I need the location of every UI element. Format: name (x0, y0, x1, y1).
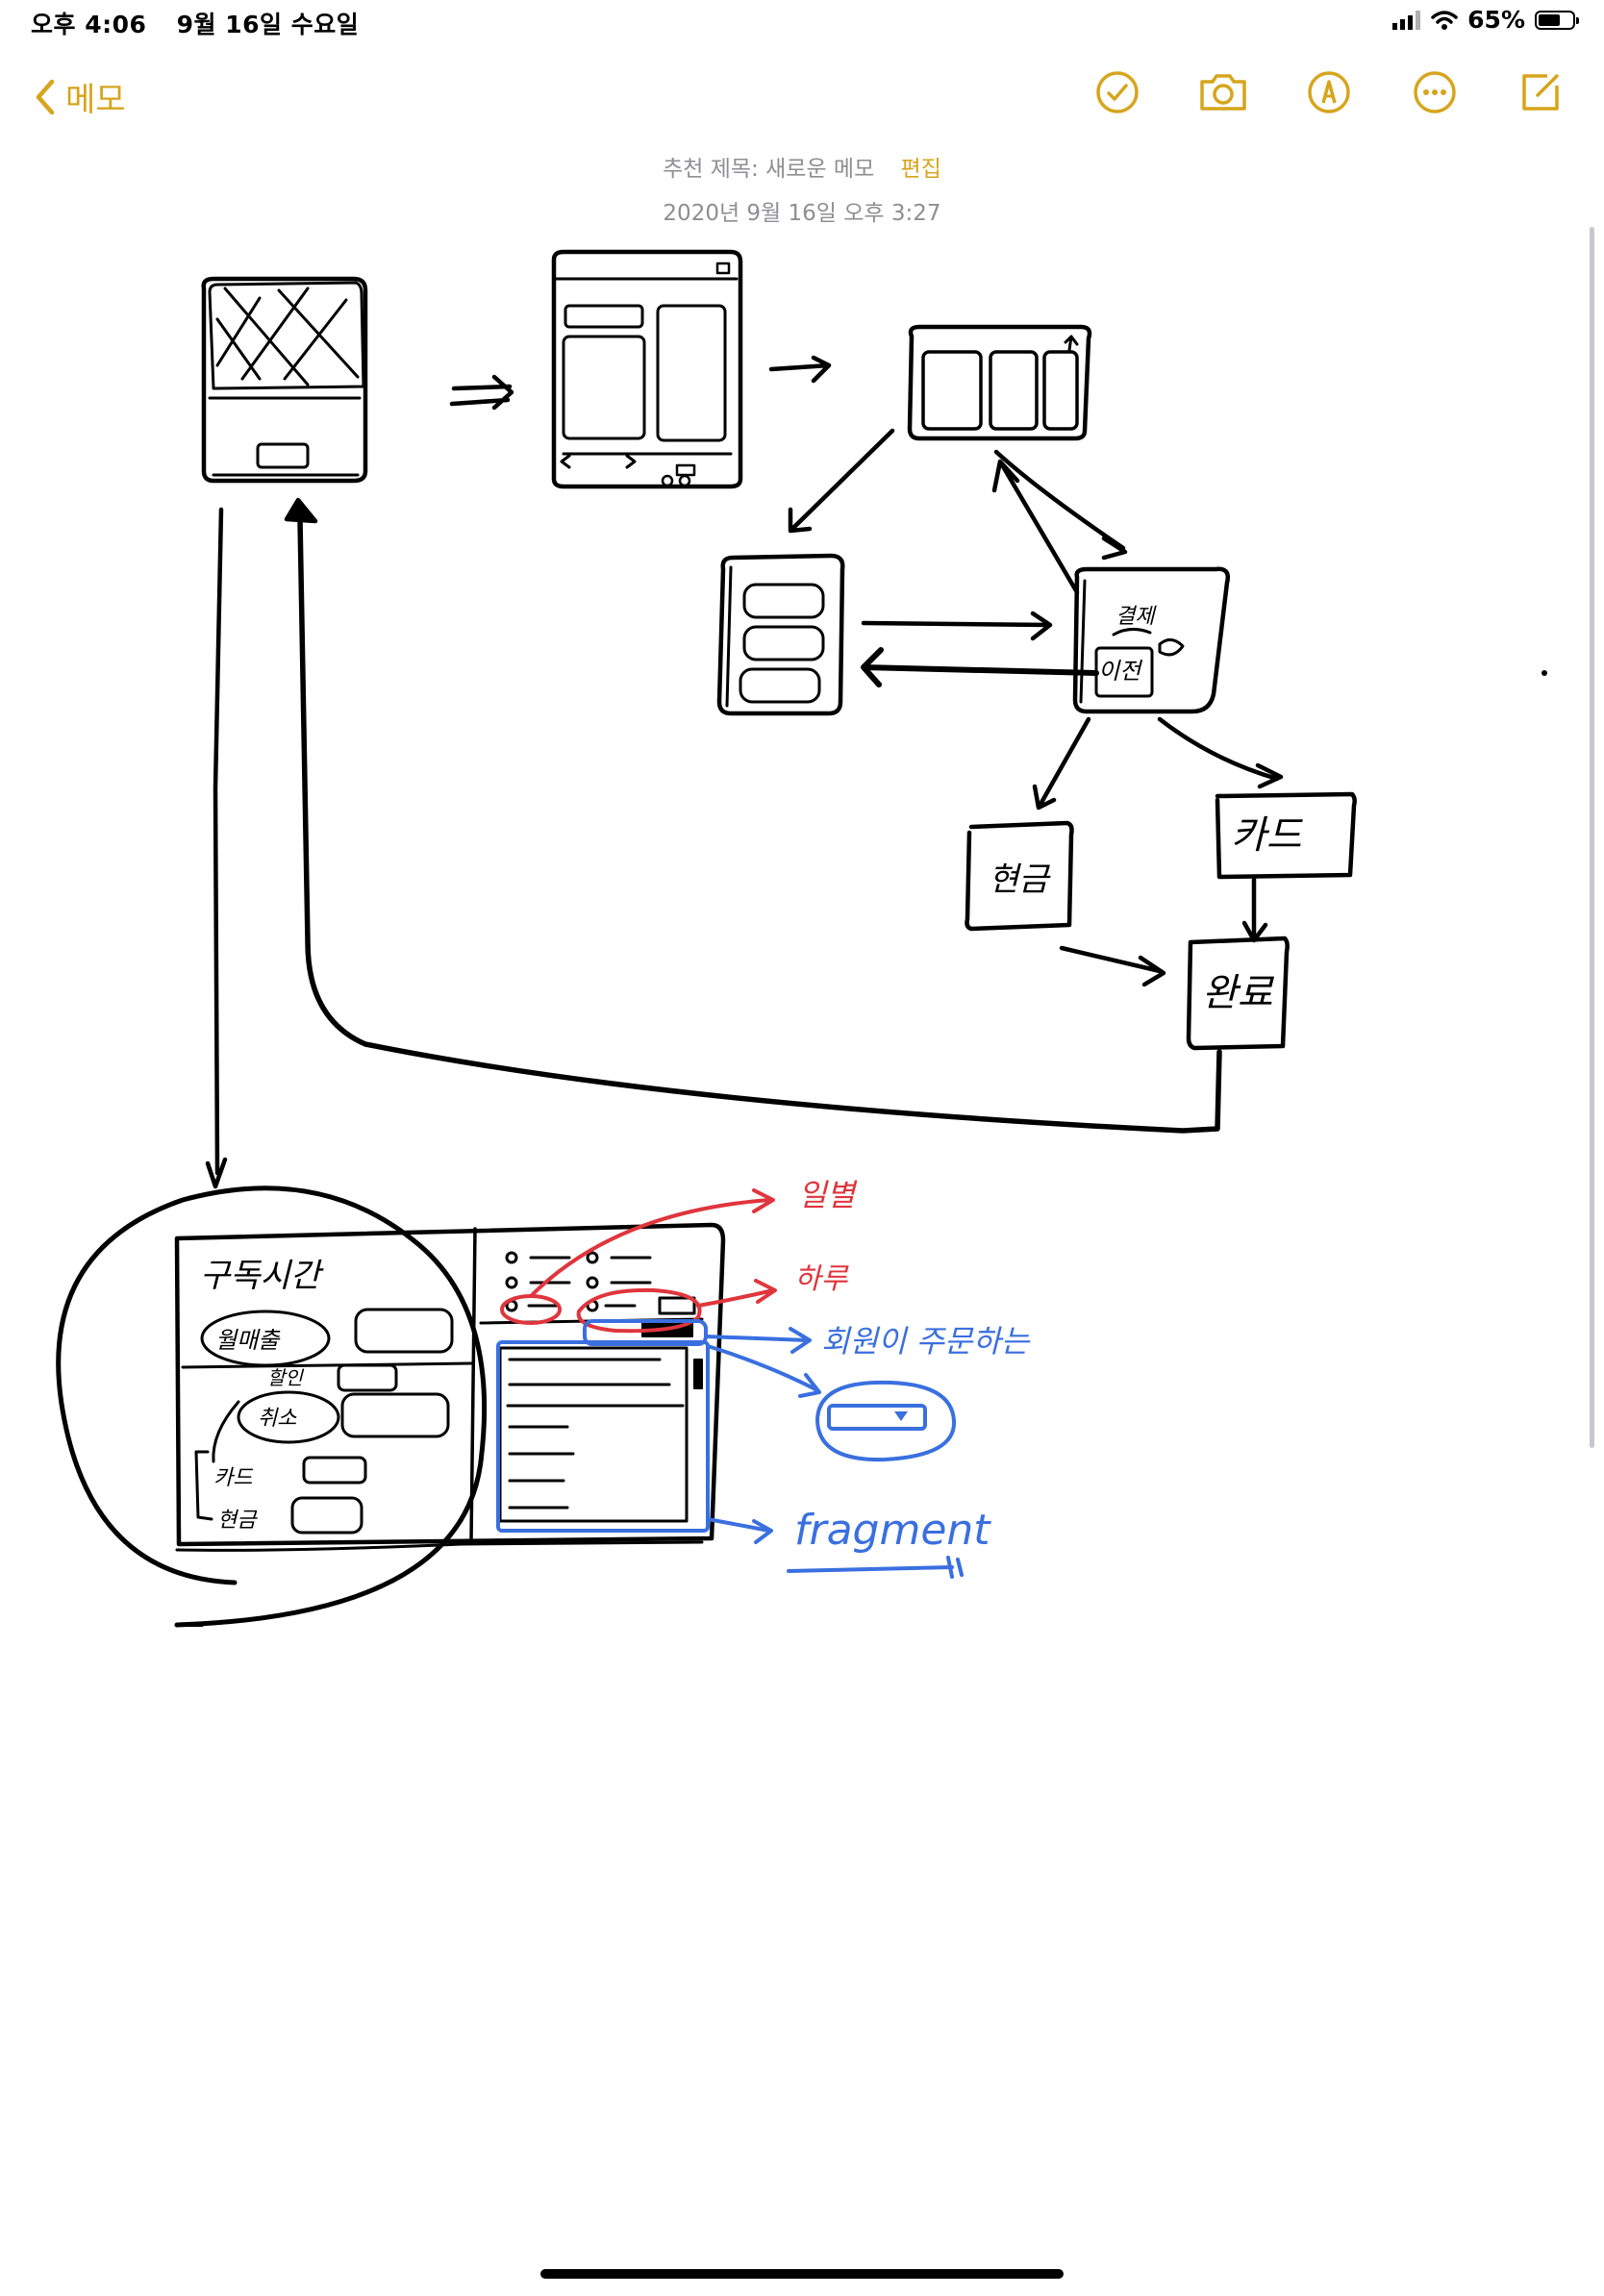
sketch-arrow-8 (1032, 716, 1091, 811)
checklist-button[interactable] (1092, 67, 1142, 117)
sketch-arrow-11 (1059, 945, 1166, 987)
battery-icon (1535, 10, 1579, 30)
sketch-arrow-5 (991, 459, 1080, 595)
compose-button[interactable] (1516, 67, 1566, 117)
sketch-blue-dropdown (827, 1404, 927, 1431)
sketch-down-line (205, 507, 228, 1189)
sketch-screen-menu (551, 249, 743, 489)
sketch-label-done: 완료 (1202, 971, 1275, 1015)
sketch-label-discount: 할인 (267, 1366, 304, 1389)
status-date: 9월 16일 수요일 (176, 11, 360, 38)
markup-button[interactable] (1304, 67, 1354, 117)
sketch-blue-underline (787, 1556, 964, 1579)
sketch-blue-dropdown-arrow (894, 1411, 908, 1421)
sketch-arrow-4 (993, 449, 1128, 561)
sketch-box-card (1215, 791, 1357, 880)
cellular-signal-icon (1392, 10, 1421, 30)
scrollbar[interactable] (1590, 227, 1594, 1448)
sketch-label-monthly: 월매출 (215, 1327, 281, 1354)
battery-percent: 65% (1467, 6, 1525, 34)
sketch-zoom-circle (56, 1185, 488, 1628)
sketch-blue-popup (815, 1380, 957, 1462)
sketch-label-one-day: 하루 (794, 1262, 850, 1296)
sketch-arrow-6 (861, 611, 1053, 641)
camera-icon (1200, 74, 1246, 111)
more-button[interactable] (1410, 67, 1460, 117)
sketch-arrow-2 (768, 355, 832, 384)
camera-button[interactable] (1198, 67, 1248, 117)
home-indicator[interactable] (540, 2269, 1064, 2279)
status-right: 65% (1392, 6, 1579, 34)
toolbar (1092, 67, 1566, 117)
sketch-screen-login (201, 276, 368, 484)
sketch-arrow-3 (788, 428, 895, 534)
sketch-label-cash: 현금 (989, 861, 1051, 899)
sketch-screen-list (716, 553, 845, 716)
sketch-arrow-10 (1241, 876, 1268, 943)
sketch-box-done (1186, 936, 1290, 1051)
sketch-blue-fragment-box (496, 1340, 710, 1533)
status-left: 오후 4:06 9월 16일 수요일 (31, 6, 380, 40)
sketch-screen-payment (1072, 566, 1230, 714)
sketch-box-cash (965, 820, 1074, 932)
battery-fill (1539, 13, 1561, 26)
status-bar: 오후 4:06 9월 16일 수요일 65% (0, 0, 1604, 46)
back-button[interactable]: 메모 (35, 73, 126, 120)
more-ellipsis-icon (1414, 71, 1456, 113)
sketch-label-subscription-time: 구독시간 (200, 1257, 324, 1295)
drawing-canvas[interactable]: 일별 하루 회원이 주문하는 fragment 결제 이전 현금 카드 완료 구… (0, 221, 1604, 2259)
suggested-title-line: 추천 제목: 새로운 메모 편집 (0, 150, 1604, 183)
sketch-label-member-order: 회원이 주문하는 (821, 1323, 1031, 1360)
suggested-title: 추천 제목: 새로운 메모 (663, 157, 875, 182)
sketch-arrow-7 (861, 647, 1099, 687)
sketch-blue-arrow-1 (704, 1327, 812, 1354)
sketch-label-card: 카드 (1231, 813, 1304, 858)
sketch-blue-arrow-2 (706, 1344, 821, 1398)
sketch-label-card-field: 카드 (213, 1466, 253, 1490)
sketch-label-fragment: fragment (794, 1506, 991, 1555)
sketch-label-payment: 결제 (1115, 605, 1157, 629)
compose-icon (1522, 74, 1559, 111)
sketch-label-cancel: 취소 (258, 1407, 297, 1431)
nav-bar: 메모 (0, 58, 1604, 135)
sketch-red-arrow-1 (529, 1188, 775, 1298)
wifi-icon (1431, 10, 1458, 30)
sketch-screen-dashboard (174, 1222, 726, 1552)
sketch-red-circle-2 (576, 1287, 702, 1334)
checkmark-circle-icon (1096, 71, 1139, 113)
note-header: 추천 제목: 새로운 메모 편집 2020년 9월 16일 오후 3:27 (0, 150, 1604, 227)
edit-title-button[interactable]: 편집 (900, 157, 941, 182)
sketch-blue-arrow-3 (706, 1517, 773, 1544)
sketch-arrow-9 (1157, 716, 1284, 789)
sketch-label-cash-field: 현금 (217, 1509, 258, 1533)
sketch-label-daily: 일별 (798, 1177, 857, 1213)
sketch-screen-cart (907, 324, 1092, 441)
status-time: 오후 4:06 (31, 11, 147, 38)
chevron-left-icon (36, 79, 55, 114)
sketch-stray-dot (1541, 670, 1547, 676)
sketch-label-previous: 이전 (1098, 658, 1143, 685)
note-date: 2020년 9월 16일 오후 3:27 (663, 201, 941, 226)
sketch-red-arrow-2 (696, 1279, 777, 1308)
sketch-return-line (297, 516, 1222, 1134)
markup-pen-icon (1308, 71, 1350, 113)
back-label: 메모 (65, 81, 126, 119)
sketch-arrow-1 (449, 374, 514, 411)
